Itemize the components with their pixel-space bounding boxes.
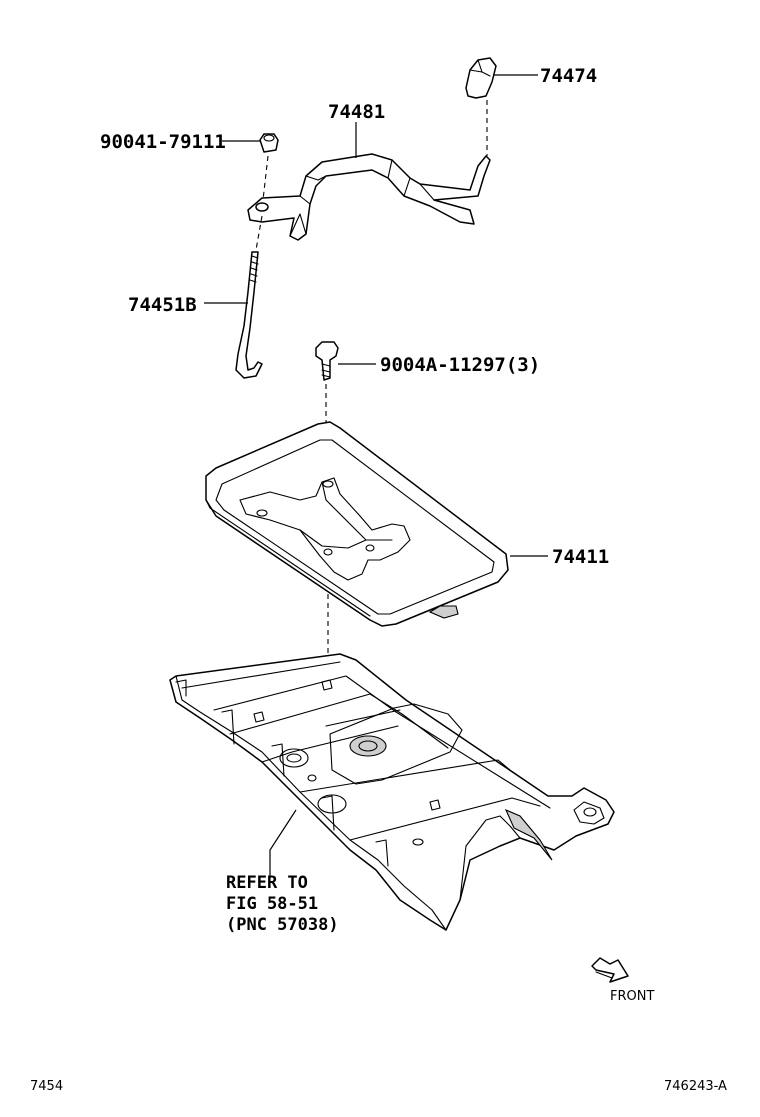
label-74474: 74474: [540, 65, 597, 87]
note-line-3: (PNC 57038): [226, 915, 339, 935]
note-line-1: REFER TO: [226, 873, 308, 893]
label-90041-79111: 90041-79111: [100, 131, 226, 153]
clip-74474: [465, 57, 538, 156]
label-74451b: 74451B: [128, 294, 197, 316]
support-panel: [169, 653, 615, 931]
clamp-74481: [247, 122, 491, 241]
page-code-left: 7454: [30, 1079, 63, 1094]
label-74481: 74481: [328, 101, 385, 123]
page-code-right: 746243-A: [664, 1079, 727, 1094]
front-label: FRONT: [610, 989, 654, 1004]
label-9004a-11297: 9004A-11297(3): [380, 354, 540, 376]
front-arrow-icon: [591, 957, 629, 983]
nut-90041-79111: [222, 133, 279, 201]
battery-tray-74411: [205, 421, 548, 690]
label-74411: 74411: [552, 546, 609, 568]
note-line-2: FIG 58-51: [226, 894, 318, 914]
hook-bolt-74451b: [204, 215, 263, 379]
